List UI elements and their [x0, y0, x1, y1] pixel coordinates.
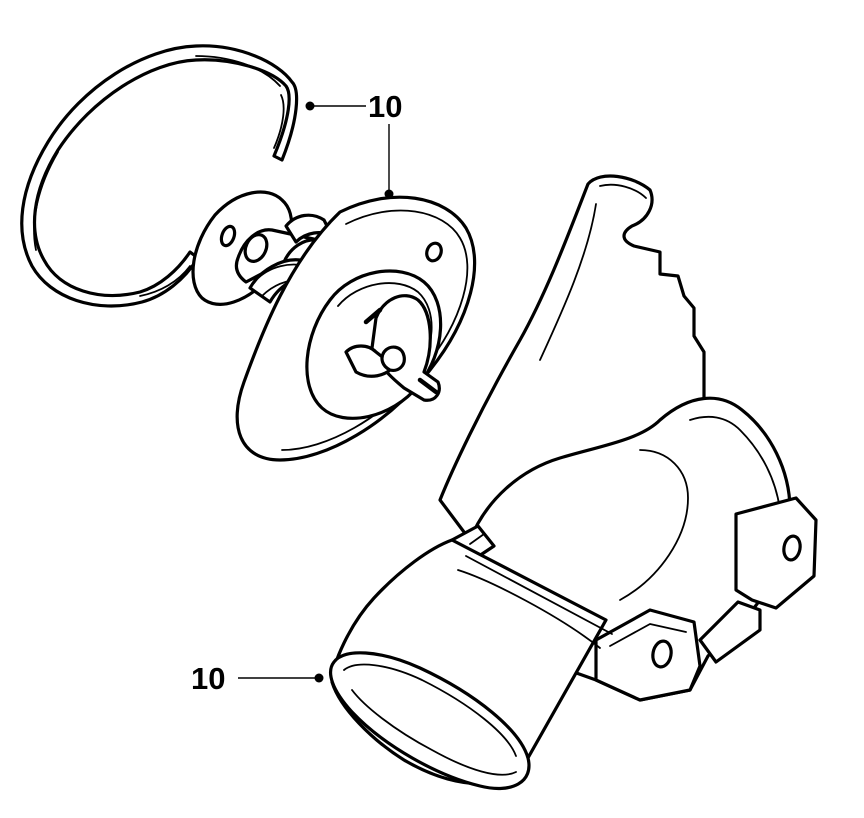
flange-hole: [425, 241, 443, 263]
callout-thermostat-flange: [384, 124, 394, 199]
callout-o-ring: 10: [305, 89, 402, 124]
callout-label: 10: [368, 89, 402, 124]
side-flange: [734, 496, 818, 610]
bottom-flange: [594, 608, 702, 702]
bottom-flange-bolt-hole: [651, 639, 673, 669]
o-ring-seal: [20, 44, 299, 308]
pipe-mouth: [329, 651, 531, 791]
thermostat-assembly: [191, 190, 477, 462]
outlet-housing: [329, 174, 818, 791]
rear-disc-hole: [219, 224, 237, 248]
callout-label: 10: [191, 661, 225, 696]
callout-outlet-pipe: 10: [191, 661, 324, 696]
side-flange-bolt-hole: [782, 534, 802, 562]
